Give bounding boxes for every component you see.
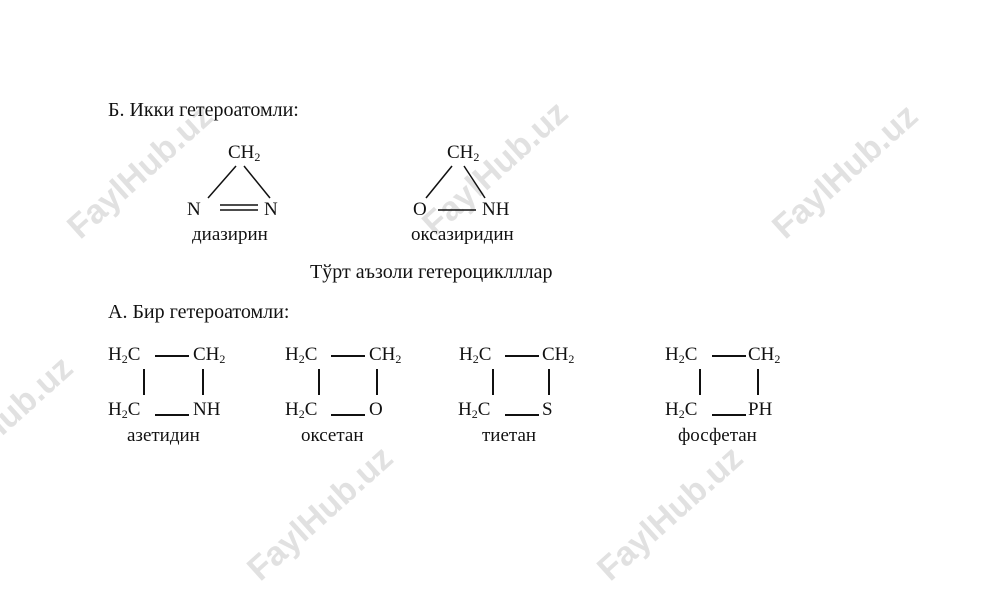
thietane-bottom-left: H2C: [458, 399, 491, 421]
oxetane-top-left: H2C: [285, 344, 318, 366]
bond: [548, 369, 550, 395]
bond: [505, 414, 539, 416]
bond: [699, 369, 701, 395]
oxaziridine-right: NH: [482, 199, 510, 220]
four-membered-heading: Тўрт аъзоли гетероциклллар: [310, 261, 553, 283]
phosphetane-bottom-right: PH: [748, 399, 773, 420]
phosphetane-name: фосфетан: [678, 425, 757, 446]
bond: [712, 414, 746, 416]
bond: [155, 355, 189, 357]
bond: [757, 369, 759, 395]
phosphetane-bottom-left: H2C: [665, 399, 698, 421]
bond: [202, 369, 204, 395]
thietane-bottom-right: S: [542, 399, 553, 420]
thietane-top-right: CH2: [542, 344, 575, 366]
oxetane-top-right: CH2: [369, 344, 402, 366]
diazirine-top: CH2: [228, 142, 261, 164]
section-b-heading: Б. Икки гетероатомли:: [108, 99, 299, 121]
bond: [318, 369, 320, 395]
azetidine-bottom-right: NH: [193, 399, 221, 420]
bond: [425, 165, 453, 199]
document-page: FaylHub.uz FaylHub.uz FaylHub.uz FaylHub…: [0, 94, 925, 589]
azetidine-top-left: H2C: [108, 344, 141, 366]
oxaziridine-name: оксазиридин: [411, 224, 514, 245]
section-a-heading: А. Бир гетероатомли:: [108, 301, 290, 323]
oxetane-name: оксетан: [301, 425, 364, 446]
thietane-top-left: H2C: [459, 344, 492, 366]
azetidine-top-right: CH2: [193, 344, 226, 366]
diazirine-right: N: [264, 199, 278, 220]
bond: [463, 165, 486, 199]
thietane-name: тиетан: [482, 425, 537, 446]
phosphetane-top-right: CH2: [748, 344, 781, 366]
bond: [207, 165, 237, 199]
phosphetane-top-left: H2C: [665, 344, 698, 366]
bond: [712, 355, 746, 357]
oxetane-bottom-right: O: [369, 399, 383, 420]
oxaziridine-left: O: [413, 199, 427, 220]
oxaziridine-top: CH2: [447, 142, 480, 164]
azetidine-name: азетидин: [127, 425, 200, 446]
bond-lines: [207, 165, 486, 211]
bond: [505, 355, 539, 357]
bond: [155, 414, 189, 416]
diazirine-left: N: [187, 199, 201, 220]
bond: [243, 165, 271, 199]
azetidine-bottom-left: H2C: [108, 399, 141, 421]
bond: [331, 355, 365, 357]
bond: [331, 414, 365, 416]
oxetane-bottom-left: H2C: [285, 399, 318, 421]
bond: [376, 369, 378, 395]
diazirine-name: диазирин: [192, 224, 268, 245]
bond: [143, 369, 145, 395]
bond: [492, 369, 494, 395]
